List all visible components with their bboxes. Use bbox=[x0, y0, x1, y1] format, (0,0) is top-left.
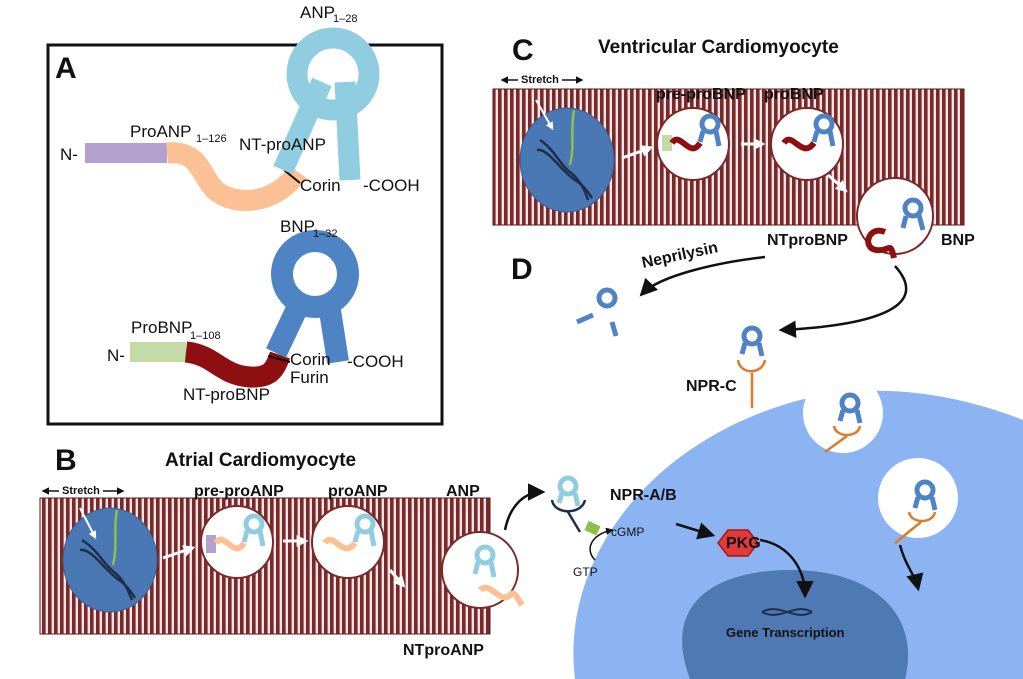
anp-ring bbox=[286, 27, 380, 121]
probnp-subscript: 1–108 bbox=[190, 330, 221, 342]
anp-signal-segment bbox=[85, 143, 167, 163]
ventricular-nucleus bbox=[519, 107, 615, 213]
anp-mature-subscript: 1–28 bbox=[333, 13, 357, 25]
ventricular-title: Ventricular Cardiomyocyte bbox=[598, 37, 839, 58]
anp-cooh-label: -COOH bbox=[363, 176, 420, 195]
bnp-signal-segment bbox=[130, 342, 186, 362]
probnp-vesicle bbox=[770, 107, 844, 181]
gtp-to-cgmp-arrow bbox=[589, 527, 614, 561]
proanp-step-label: proANP bbox=[328, 483, 388, 500]
degraded-bnp-fragments bbox=[575, 312, 619, 337]
anp-mature-label: ANP bbox=[300, 3, 335, 22]
bnp-to-nprc-arrow bbox=[778, 265, 908, 339]
proanp-subscript: 1–126 bbox=[196, 133, 227, 145]
probnp-label: ProBNP bbox=[131, 318, 192, 337]
panel-a: A N- ProANP 1–126 NT-proANP ANP 1–28 Cor… bbox=[46, 3, 444, 426]
anp-precursor-structure: N- ProANP 1–126 NT-proANP ANP 1–28 Corin… bbox=[60, 3, 420, 211]
nt-proanp-label: NT-proANP bbox=[239, 135, 326, 154]
panel-a-letter: A bbox=[55, 52, 77, 85]
nt-probnp-segment bbox=[184, 341, 290, 388]
proanp-vesicle bbox=[311, 505, 385, 579]
pkg-to-gene-arrow bbox=[759, 538, 814, 599]
proanp-label: ProANP bbox=[130, 122, 191, 141]
panel-b: B Atrial Cardiomyocyte Stretch pre-proAN… bbox=[39, 444, 525, 659]
npr-c-label: NPR-C bbox=[686, 378, 737, 395]
pre-proanp-vesicle bbox=[200, 505, 274, 579]
probnp-step-label: proBNP bbox=[764, 86, 824, 103]
npr-c-receptor bbox=[736, 325, 767, 408]
npr-ab-label: NPR-A/B bbox=[610, 487, 677, 504]
bnp-n-terminus: N- bbox=[107, 346, 125, 365]
atrial-title: Atrial Cardiomyocyte bbox=[165, 450, 356, 471]
cgmp-to-pkg-arrow bbox=[675, 522, 716, 540]
ntproanp-fragment bbox=[477, 584, 525, 607]
pre-probnp-vesicle bbox=[656, 107, 730, 181]
ntprobnp-fragment bbox=[865, 227, 897, 259]
mrna-strand-b bbox=[111, 509, 119, 566]
target-nucleus bbox=[682, 570, 909, 679]
anp-corin-label: Corin bbox=[300, 176, 341, 195]
degraded-bnp-ring bbox=[596, 287, 618, 309]
npr-ab-receptor bbox=[550, 475, 601, 536]
gene-dna-icon bbox=[761, 608, 813, 616]
bnp-precursor-structure: N- ProBNP 1–108 NT-proBNP BNP 1–32 Corin… bbox=[107, 217, 404, 404]
bnp-label: BNP bbox=[941, 232, 975, 249]
degradation-arrow bbox=[898, 544, 924, 592]
gene-transcription-label: Gene Transcription bbox=[726, 625, 845, 640]
bnp-cooh-label: -COOH bbox=[347, 352, 404, 371]
nt-probnp-label: NT-proBNP bbox=[183, 385, 270, 404]
mrna-strand-c bbox=[568, 109, 576, 166]
anp-to-npr-arrow bbox=[503, 483, 546, 531]
bnp-cleavage-site bbox=[267, 355, 291, 363]
neprilysin-arrow bbox=[639, 255, 766, 297]
anp-secretory-vesicle bbox=[441, 531, 519, 609]
nt-proanp-segment bbox=[166, 142, 307, 211]
svg-text:Stretch: Stretch bbox=[521, 74, 559, 86]
dna-helix-c bbox=[539, 138, 590, 201]
panel-b-letter: B bbox=[55, 444, 77, 477]
bnp-ring bbox=[271, 230, 359, 318]
pkg-label: PKG bbox=[726, 535, 761, 552]
cgmp-label: cGMP bbox=[611, 525, 644, 539]
anp-corin-site bbox=[283, 169, 301, 184]
anp-label: ANP bbox=[446, 483, 480, 500]
panel-a-frame bbox=[46, 43, 444, 426]
bnp-mature-label: BNP bbox=[280, 217, 315, 236]
ntprobnp-label: NTproBNP bbox=[767, 232, 848, 249]
gtp-label: GTP bbox=[573, 565, 598, 579]
pkg-hexagon bbox=[717, 529, 759, 557]
anp-n-terminus: N- bbox=[60, 145, 78, 164]
pre-probnp-label: pre-proBNP bbox=[656, 86, 746, 103]
stretch-label-b: Stretch bbox=[62, 485, 100, 497]
panel-d-letter: D bbox=[511, 253, 533, 286]
atrial-nucleus bbox=[62, 507, 158, 613]
pre-proanp-label: pre-proANP bbox=[194, 483, 284, 500]
ntproanp-label: NTproANP bbox=[403, 642, 484, 659]
panel-c: C Ventricular Cardiomyocyte Stretch Stre… bbox=[492, 34, 975, 259]
panel-d: D Neprilysin NPR-C bbox=[503, 239, 958, 640]
dna-helix-b bbox=[81, 538, 134, 601]
bnp-mature-subscript: 1–32 bbox=[313, 228, 337, 240]
bnp-furin-label: Furin bbox=[290, 368, 329, 387]
bnp-corin-label: Corin bbox=[290, 350, 331, 369]
panel-c-letter: C bbox=[512, 34, 534, 67]
